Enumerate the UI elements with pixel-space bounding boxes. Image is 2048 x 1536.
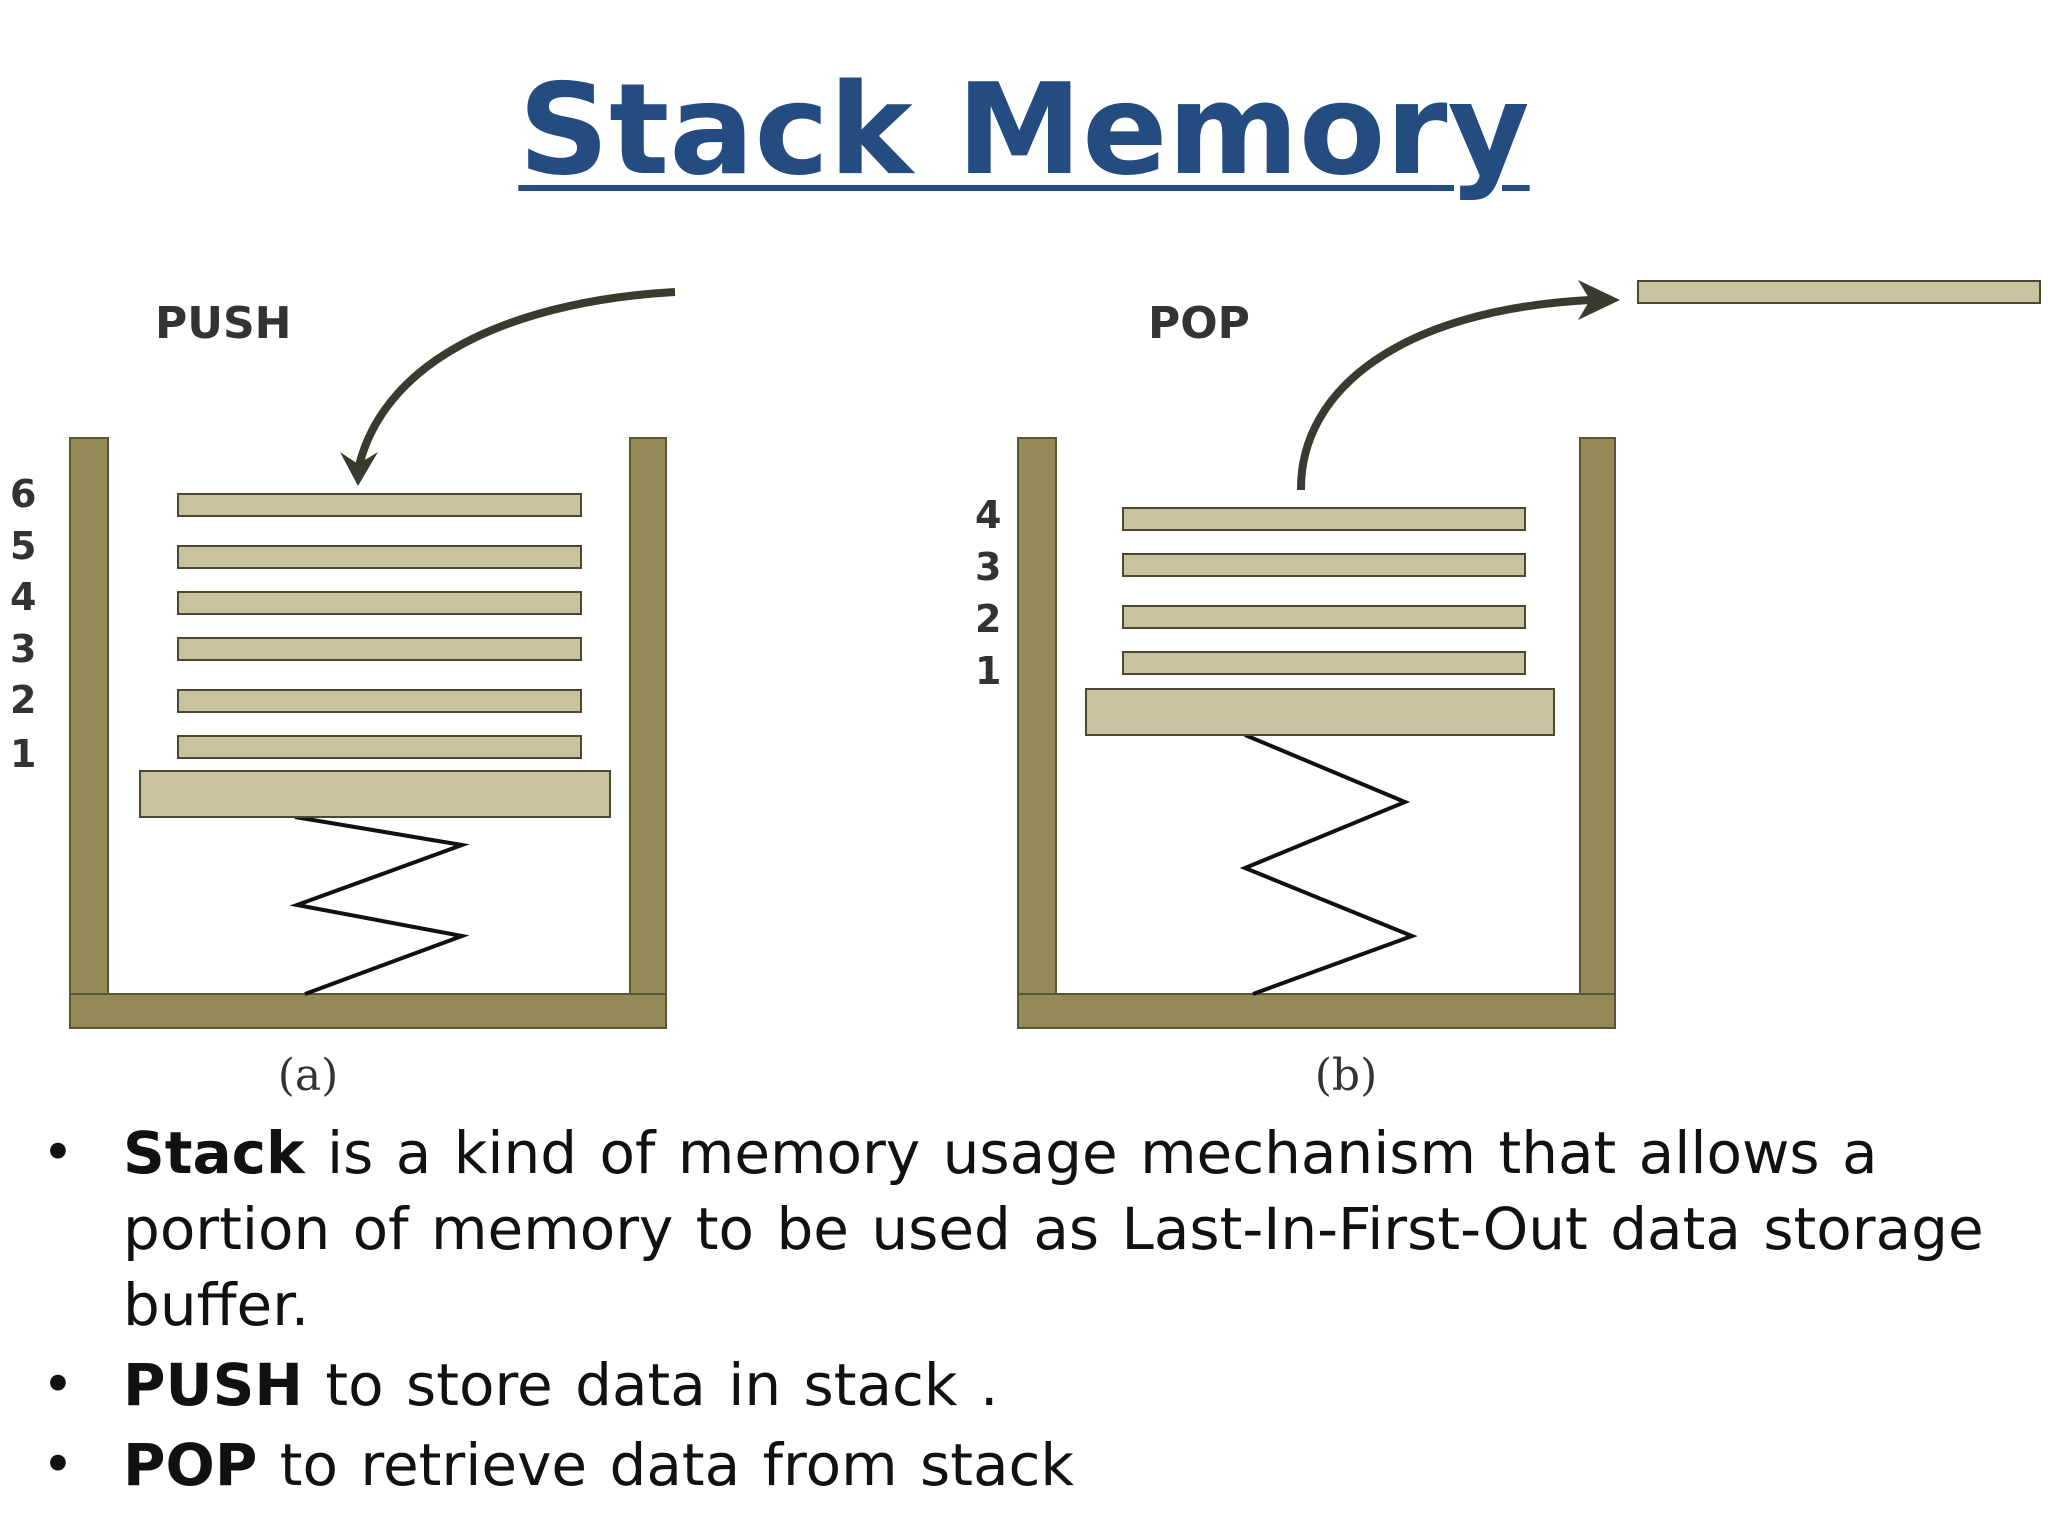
pop-plate-3: [1122, 553, 1526, 577]
push-level-label: 5: [10, 524, 36, 568]
pop-container-base: [1017, 993, 1616, 1029]
bullet-item: • POP to retrieve data from stack: [40, 1427, 2020, 1503]
bullet-list: • Stack is a kind of memory usage mechani…: [40, 1115, 2020, 1507]
bullet-text: is a kind of memory usage mechanism that…: [123, 1119, 1984, 1339]
pop-container: [1017, 437, 1616, 1029]
push-panel: PUSH 6 5 4 3 2 1: [10, 288, 676, 1101]
pop-level-label: 1: [975, 649, 1001, 693]
bullet-text: to retrieve data from stack: [257, 1431, 1074, 1499]
push-arrow-head: [340, 452, 378, 486]
pop-container-left-wall: [1017, 437, 1057, 1029]
push-plate-3: [177, 637, 582, 661]
push-platform: [139, 770, 611, 818]
push-container-right-wall: [629, 437, 667, 1029]
push-caption: (a): [278, 1050, 339, 1101]
bullet-text: to store data in stack .: [302, 1351, 999, 1419]
pop-plates: [1122, 507, 1526, 675]
push-plate-6: [177, 493, 582, 517]
pop-level-labels: 4 3 2 1: [975, 493, 1001, 693]
pop-heading: POP: [1148, 298, 1250, 349]
push-heading: PUSH: [155, 298, 292, 349]
pop-level-label: 2: [975, 597, 1001, 641]
pop-level-label: 3: [975, 545, 1001, 589]
pop-platform: [1085, 688, 1555, 736]
bullet-keyword: POP: [123, 1431, 258, 1499]
pop-container-right-wall: [1579, 437, 1616, 1029]
pop-arrow-head: [1578, 280, 1620, 320]
push-level-labels: 6 5 4 3 2 1: [10, 472, 36, 776]
push-container-base: [69, 993, 667, 1029]
bullet-dot: •: [42, 1433, 74, 1496]
bullet-keyword: PUSH: [123, 1351, 303, 1419]
push-plate-2: [177, 689, 582, 713]
bullet-keyword: Stack: [123, 1119, 305, 1187]
push-level-label: 3: [10, 627, 36, 671]
bullet-item: • PUSH to store data in stack .: [40, 1347, 2020, 1423]
push-level-label: 2: [10, 678, 36, 722]
pop-plate-4: [1122, 507, 1526, 531]
push-plate-4: [177, 591, 582, 615]
pop-panel: POP 4 3 2 1 (b): [975, 280, 2041, 1101]
push-container: [69, 437, 667, 1029]
push-level-label: 4: [10, 575, 36, 619]
push-level-label: 1: [10, 732, 36, 776]
push-plate-5: [177, 545, 582, 569]
push-arrow: [354, 288, 676, 471]
pop-plate-2: [1122, 605, 1526, 629]
popped-plate: [1637, 280, 2041, 304]
push-container-left-wall: [69, 437, 109, 1029]
bullet-item: • Stack is a kind of memory usage mechani…: [40, 1115, 2020, 1343]
bullet-dot: •: [42, 1121, 74, 1184]
push-plate-1: [177, 735, 582, 759]
push-plates: [177, 493, 582, 759]
bullet-dot: •: [42, 1353, 74, 1416]
pop-spring: [1239, 733, 1418, 996]
pop-caption: (b): [1315, 1050, 1378, 1101]
pop-plate-1: [1122, 651, 1526, 675]
push-spring: [289, 815, 470, 996]
pop-arrow: [1296, 296, 1591, 491]
push-level-label: 6: [10, 472, 36, 516]
slide-title: Stack Memory: [518, 56, 1530, 203]
pop-level-label: 4: [975, 493, 1001, 537]
